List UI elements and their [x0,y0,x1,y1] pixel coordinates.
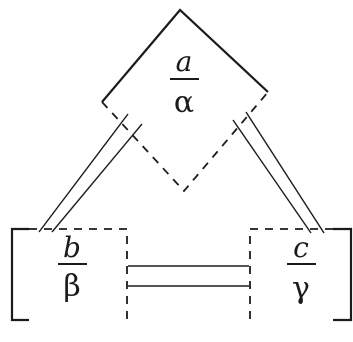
node-b-bottom-label: β [63,269,80,304]
node-b: b β [10,227,128,322]
edge-a-b-line-2 [51,123,143,233]
edge-a-c-line-1 [232,119,312,234]
node-a-top-label: a [176,45,193,78]
node-b-dashed-border [29,228,128,320]
node-c-bottom-label: γ [292,271,310,306]
node-c: c γ [249,227,353,322]
edge-a-b [38,113,143,233]
node-a: a α [101,8,269,193]
node-a-bottom-label: α [174,85,194,120]
node-c-dashed-border [249,228,333,320]
edge-a-b-line-1 [38,113,129,233]
node-b-top-label: b [63,231,81,264]
edge-a-c-line-2 [245,111,325,234]
node-a-dashed-border [101,91,269,193]
node-b-solid-border [10,227,29,322]
edge-a-c [232,111,325,234]
node-c-solid-border [333,227,353,322]
node-a-solid-border [101,8,269,103]
edge-b-c [128,265,249,287]
node-c-top-label: c [293,231,309,264]
